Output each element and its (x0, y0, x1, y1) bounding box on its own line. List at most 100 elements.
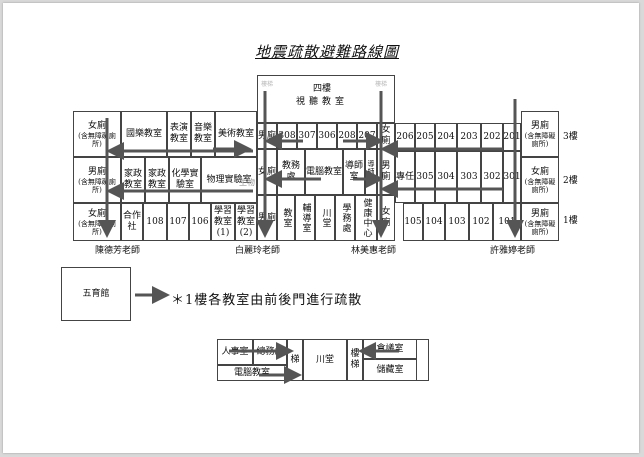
teacher-xu: 許雅婷老師 (490, 246, 536, 256)
room-104-label: 104 (425, 216, 443, 227)
room-104: 104 (423, 203, 445, 241)
chem-lab: 化學實驗室 (169, 157, 201, 203)
coop-store-label: 合作社 (122, 211, 141, 232)
physics-lab: 物理實驗室 (201, 157, 257, 203)
room-302-label: 302 (483, 171, 501, 182)
room-208-label: 208 (338, 130, 356, 141)
room-308-label: 308 (278, 130, 296, 141)
health-center-label: 健康中心 (361, 198, 372, 238)
home-ec-room-2-label: 家政教室 (147, 169, 166, 190)
room-303-label: 303 (460, 171, 478, 182)
center-2f-toilet-right-label: 男廁 (381, 161, 391, 182)
room-305-label: 305 (416, 171, 434, 182)
counseling-office-label: 輔導室 (300, 203, 311, 233)
teachers-room-1-label: 導師室 (344, 161, 363, 182)
page-title: 地震疏散避難路線圖 (255, 43, 400, 61)
meeting-room-label: 會議室 (376, 343, 404, 354)
gym-building: 五育館 (61, 267, 131, 321)
right-toilet-1f-label: 男廁 (530, 208, 549, 219)
performance-room: 表演教室 (167, 111, 191, 157)
right-toilet-2f-note: (含無障礙廁所) (524, 177, 556, 194)
room-202: 202 (481, 123, 503, 151)
stairs-right-label: 樓梯 (375, 81, 388, 88)
right-toilet-1f-note: (含無障礙廁所) (524, 219, 556, 236)
left-toilet-3f-note: (含無障礙廁所) (78, 131, 116, 148)
health-center: 健康中心 (355, 195, 377, 241)
student-affairs: 學務處 (335, 195, 355, 241)
left-toilet-3f-label: 女廁 (87, 120, 106, 131)
academic-office-label: 教務處 (281, 161, 300, 182)
left-toilet-2f-note: (含無障礙廁所) (78, 177, 116, 194)
room-204-label: 204 (437, 131, 455, 142)
bottom-stairs-right-top-label: 樓 (350, 349, 360, 359)
hallway-1f-label: 川堂 (320, 208, 331, 228)
room-107-label: 107 (169, 216, 187, 227)
left-toilet-1f-note: (含無障礙廁所) (78, 219, 116, 236)
room-306-label: 306 (318, 130, 336, 141)
left-toilet-2f-label: 男廁 (87, 166, 106, 177)
room-108: 108 (143, 203, 167, 241)
room-304-label: 304 (437, 171, 455, 182)
evacuation-arrows (98, 91, 524, 384)
top-floor-label: 四樓 (313, 84, 332, 94)
storage-room-label: 儲藏室 (376, 364, 404, 375)
floor-3-label: 3樓 (563, 132, 578, 142)
music-room: 音樂教室 (191, 111, 215, 157)
biology-label: 生物 (239, 178, 255, 187)
physics-lab-label: 物理實驗室 (206, 174, 252, 185)
room-106-label: 106 (191, 216, 209, 227)
home-ec-room-1-label: 家政教室 (123, 169, 142, 190)
center-1f-toilet-left-label: 男廁 (258, 212, 277, 223)
right-toilet-3f: 男廁 (含無障礙廁所) (521, 111, 559, 157)
teacher-lin: 林美惠老師 (351, 246, 397, 256)
room-102-label: 102 (472, 216, 490, 227)
bottom-stairs-right-label: 梯 (350, 360, 360, 370)
room-103-label: 103 (448, 216, 466, 227)
room-106: 106 (189, 203, 211, 241)
left-toilet-1f-label: 女廁 (87, 208, 106, 219)
guoyue-room-label: 國樂教室 (125, 128, 162, 139)
floor-2-label: 2樓 (563, 176, 578, 186)
staff-room-label: 專任 (396, 171, 415, 182)
room-105-label: 105 (404, 216, 422, 227)
room-307-label: 307 (298, 130, 316, 141)
teacher-bai: 白麗玲老師 (235, 246, 281, 256)
evacuation-note: ＊1樓各教室由前後門進行疏散 (171, 293, 363, 308)
hallway-1f: 川堂 (315, 195, 335, 241)
room-103: 103 (445, 203, 469, 241)
top-room-label: 視聽教室 (296, 97, 349, 107)
right-toilet-3f-label: 男廁 (530, 120, 549, 131)
teachers-room-1: 導師室 (343, 149, 365, 195)
room-108-label: 108 (146, 216, 164, 227)
room-206-label: 206 (396, 131, 414, 142)
classroom-1f: 教室 (277, 195, 295, 241)
room-203-label: 203 (460, 131, 478, 142)
computer-room-2f: 電腦教室 (305, 149, 343, 195)
chem-lab-label: 化學實驗室 (171, 169, 199, 190)
counseling-office: 輔導室 (295, 195, 315, 241)
computer-room-2f-label: 電腦教室 (306, 166, 343, 177)
storage-room: 儲藏室 (363, 359, 417, 381)
stairs-left-label: 樓梯 (261, 81, 274, 88)
room-105: 105 (403, 203, 423, 241)
right-toilet-2f-label: 女廁 (530, 166, 549, 177)
music-room-label: 音樂教室 (193, 123, 212, 144)
classroom-1f-label: 教室 (281, 208, 292, 228)
bottom-stairs-left-label: 梯 (290, 354, 300, 365)
computer-room-bottom-label: 電腦教室 (233, 367, 270, 378)
teacher-chen: 陳德芳老師 (95, 246, 141, 256)
gym-label: 五育館 (82, 288, 110, 299)
bottom-hallway: 川堂 (303, 339, 347, 381)
top-block (257, 75, 395, 123)
home-ec-room-1: 家政教室 (121, 157, 145, 203)
student-affairs-label: 學務處 (340, 203, 351, 233)
bottom-hallway-label: 川堂 (315, 354, 334, 365)
coop-store: 合作社 (121, 203, 143, 241)
home-ec-room-2: 家政教室 (145, 157, 169, 203)
room-205-label: 205 (416, 131, 434, 142)
study-room-1-label: 學習教室(1) (213, 205, 232, 238)
room-107: 107 (167, 203, 189, 241)
room-102: 102 (469, 203, 493, 241)
room-202-label: 202 (483, 131, 501, 142)
room-203: 203 (457, 123, 481, 151)
